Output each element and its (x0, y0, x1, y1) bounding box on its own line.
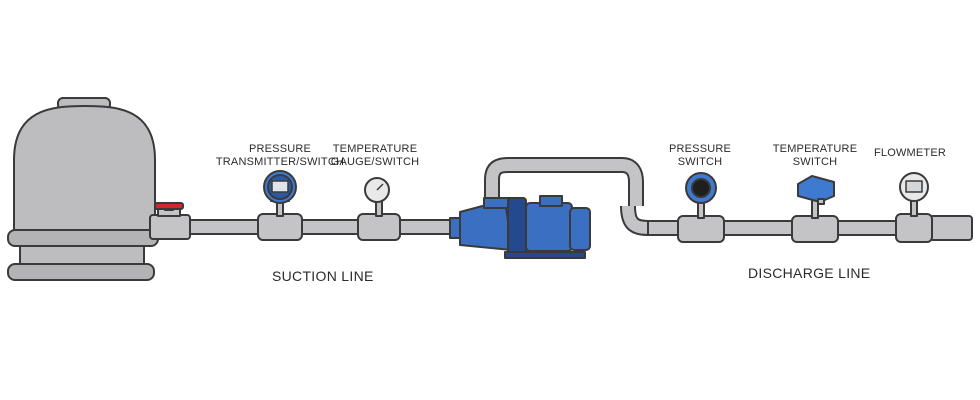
label-pressure-switch: PRESSURE SWITCH (668, 143, 732, 168)
temperature-gauge (357, 177, 401, 241)
pressure-transmitter (257, 170, 303, 241)
label-pressure-transmitter: PRESSURE TRANSMITTER/SWITCH (215, 143, 345, 168)
label-temperature-gauge: TEMPERATURE GAUGE/SWITCH (330, 143, 420, 168)
discharge-pipe (620, 205, 973, 241)
pump (449, 157, 644, 259)
filter-tank (7, 97, 159, 281)
temperature-switch (791, 175, 839, 243)
label-temperature-switch: TEMPERATURE SWITCH (772, 143, 858, 168)
label-suction-line: SUCTION LINE (272, 268, 374, 284)
label-discharge-line: DISCHARGE LINE (748, 265, 871, 281)
valve (154, 202, 184, 217)
label-flowmeter: FLOWMETER (873, 147, 947, 159)
flowmeter (895, 172, 933, 243)
pressure-switch (677, 172, 725, 243)
